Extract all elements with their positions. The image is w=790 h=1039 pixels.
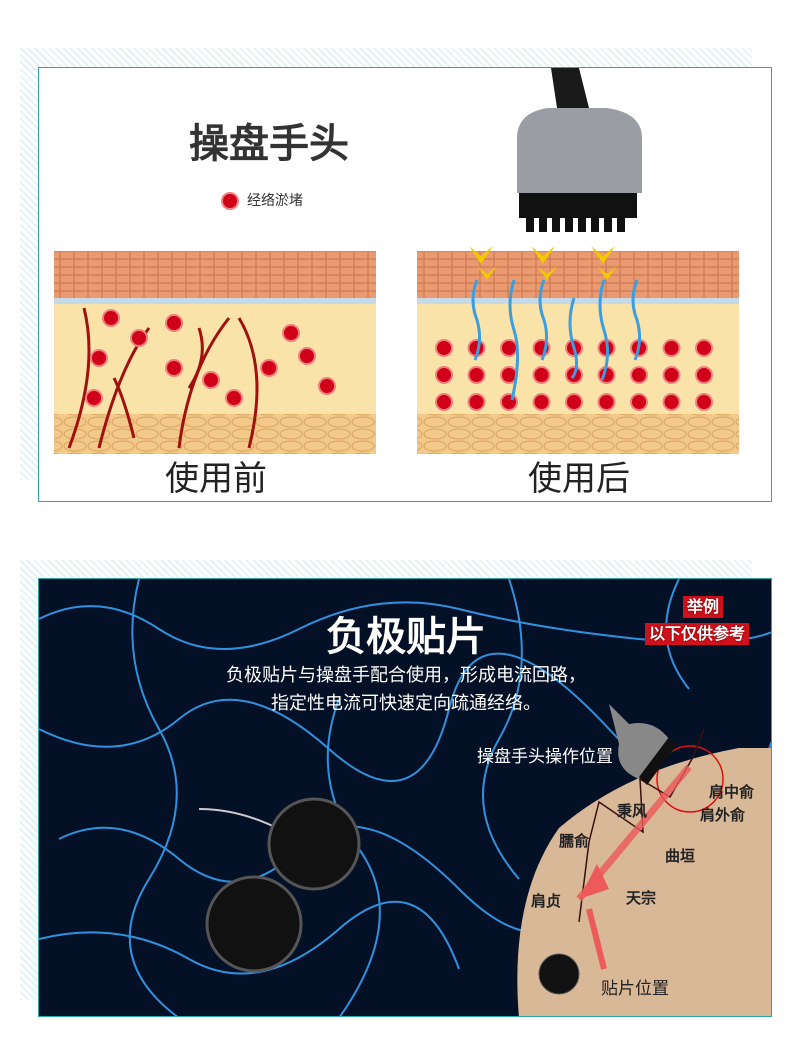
section-title: 负极贴片 <box>326 614 486 660</box>
skin-after <box>417 246 739 454</box>
blood-dot <box>435 393 453 411</box>
blood-dot <box>500 393 518 411</box>
legend: 经络淤堵 <box>221 192 303 210</box>
blood-dot <box>630 366 648 384</box>
blood-dot <box>565 393 583 411</box>
handle-position-label: 操盘手头操作位置 <box>477 747 613 767</box>
blood-dot <box>695 393 713 411</box>
blood-dot <box>467 366 486 384</box>
pad-device-illustration <box>198 797 361 973</box>
handle-device-illustration <box>517 68 642 232</box>
skin-before <box>54 251 376 454</box>
blood-dot <box>662 366 681 384</box>
before-label: 使用前 <box>165 459 267 499</box>
pad-position-label: 贴片位置 <box>601 979 669 999</box>
acupoint-label: 天宗 <box>626 889 657 907</box>
acupoint-label: 臑俞 <box>559 832 590 850</box>
lightning-background <box>39 579 771 1016</box>
acupoint-label: 肩外俞 <box>700 806 746 824</box>
blood-dot <box>532 393 551 411</box>
disclaimer-badge: 以下仅供参考 <box>645 623 750 645</box>
handle-panel: 操盘手头 经络淤堵 使用前 使用后 <box>38 67 772 502</box>
blood-dot <box>435 339 453 357</box>
blood-dot <box>662 339 681 357</box>
blood-dot <box>695 366 713 384</box>
acupoint-label: 肩贞 <box>531 892 562 910</box>
legend-label: 经络淤堵 <box>247 193 303 209</box>
acupoint-label: 肩中俞 <box>709 783 755 801</box>
after-label: 使用后 <box>528 459 630 499</box>
blood-dot <box>597 393 616 411</box>
description-line-2: 指定性电流可快速定向疏通经络。 <box>271 693 541 714</box>
section-title: 操盘手头 <box>189 121 349 167</box>
blood-dot <box>662 393 681 411</box>
skin-shoulder <box>517 728 771 1016</box>
skin-illustration <box>54 68 739 454</box>
acupoint-label: 秉风 <box>617 802 648 820</box>
handle-device-small <box>609 704 677 785</box>
blood-dot <box>500 339 518 357</box>
blood-dot <box>695 339 713 357</box>
acupoint-label: 曲垣 <box>665 847 696 865</box>
negative-pad-panel: 负极贴片 负极贴片与操盘手配合使用，形成电流回路， 指定性电流可快速定向疏通经络… <box>38 578 772 1017</box>
description-line-1: 负极贴片与操盘手配合使用，形成电流回路， <box>226 665 586 686</box>
blood-dot <box>467 393 486 411</box>
blood-stasis-dot-icon <box>221 192 239 210</box>
example-badge: 举例 <box>683 596 724 618</box>
blood-dot <box>630 393 648 411</box>
blood-dot <box>435 366 453 384</box>
blood-dot <box>532 366 551 384</box>
